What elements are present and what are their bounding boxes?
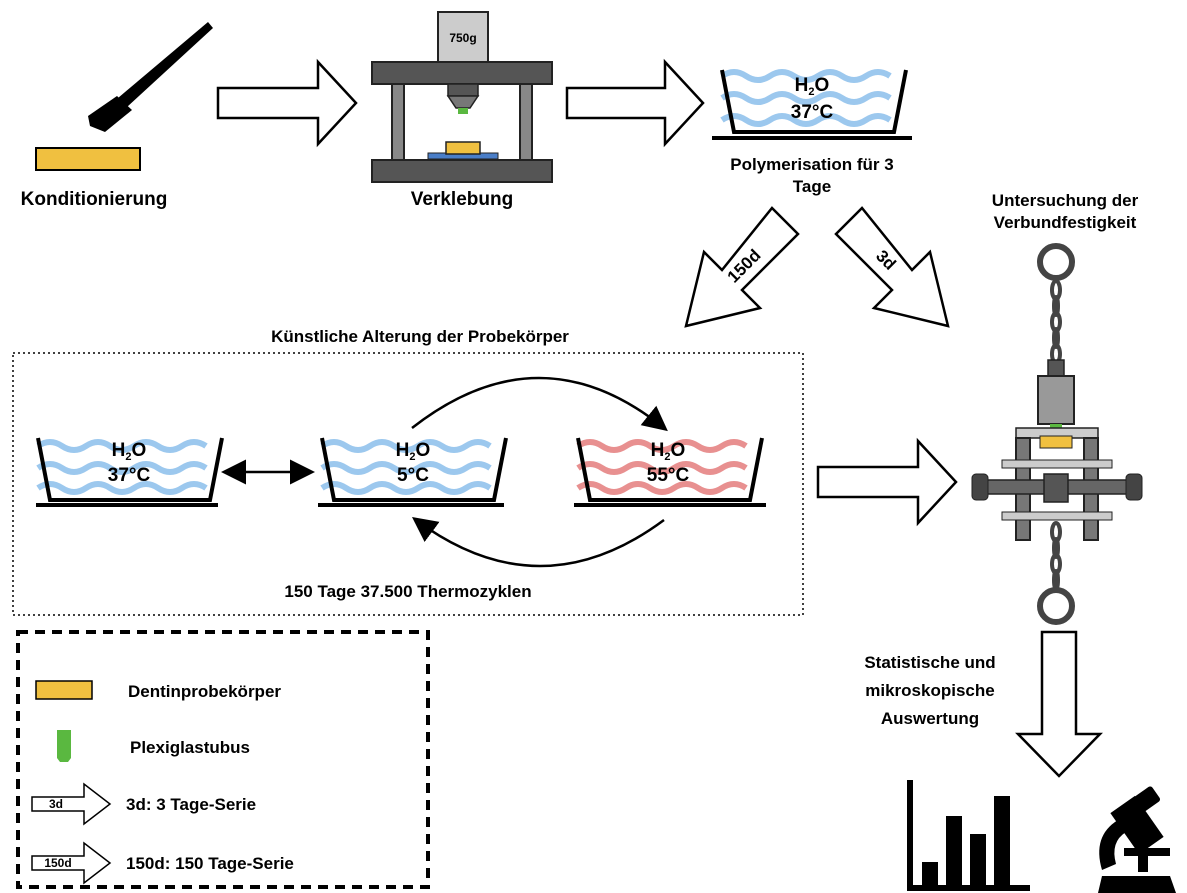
brush-icon [88, 22, 213, 132]
aging-title: Künstliche Alterung der Probekörper [271, 327, 569, 346]
legend-dentin-swatch [35, 680, 93, 700]
conditioning-label: Konditionierung [21, 189, 168, 210]
branch-arrow-3d [834, 206, 950, 328]
bath-temp-37: 37°C [108, 465, 151, 486]
evaluation-label: Statistische und [864, 653, 995, 672]
svg-text:H2O: H2O [795, 75, 830, 98]
bonding-label: Verklebung [411, 189, 513, 210]
branch-arrow-150d [684, 206, 800, 328]
legend-tube-swatch [57, 730, 71, 762]
press-icon [371, 11, 553, 183]
weight-label: 750g [449, 31, 476, 45]
aging-footer: 150 Tage 37.500 Thermozyklen [284, 582, 531, 601]
svg-text:H2O: H2O [651, 440, 686, 463]
bar-chart-icon [907, 780, 1030, 891]
water-bath-55c [574, 437, 766, 507]
legend-dentin: Dentinprobekörper [128, 682, 281, 701]
legend-3d-text: 3d: 3 Tage-Serie [126, 795, 256, 814]
water-bath-5c [318, 437, 508, 507]
cycle-arrow-top [411, 376, 668, 432]
bath-temp-5: 5°C [397, 465, 429, 486]
evaluation-label-2: mikroskopische [865, 681, 994, 700]
testing-label-2: Verbundfestigkeit [994, 213, 1137, 232]
legend-arrow-150d [31, 841, 112, 885]
legend-box [16, 630, 430, 889]
legend-arrow-3d [31, 782, 112, 826]
water-bath-37c [36, 437, 224, 507]
microscope-icon [1098, 786, 1176, 893]
pull-test-fixture-icon [971, 243, 1143, 625]
polymer-bath-temp: 37°C [791, 102, 834, 123]
legend-arrow-150d-tag: 150d [44, 856, 71, 870]
bath-temp-55: 55°C [647, 465, 690, 486]
cycle-arrow-bottom [411, 517, 665, 568]
water-bath-polymerisation [712, 70, 912, 140]
aging-box [12, 352, 804, 616]
flow-arrow [216, 58, 358, 148]
flow-arrow [816, 437, 958, 527]
legend-tube: Plexiglastubus [130, 738, 250, 757]
legend-150d-text: 150d: 150 Tage-Serie [126, 854, 294, 873]
svg-text:H2O: H2O [396, 440, 431, 463]
flow-arrow-down [1015, 630, 1103, 778]
flow-arrow [565, 58, 705, 148]
legend-arrow-3d-tag: 3d [49, 797, 63, 811]
polymerisation-label-2: Tage [793, 177, 831, 196]
svg-text:H2O: H2O [112, 440, 147, 463]
testing-label: Untersuchung der [992, 191, 1139, 210]
dentin-specimen [35, 147, 141, 171]
evaluation-label-3: Auswertung [881, 709, 979, 728]
polymerisation-label: Polymerisation für 3 [730, 155, 893, 174]
